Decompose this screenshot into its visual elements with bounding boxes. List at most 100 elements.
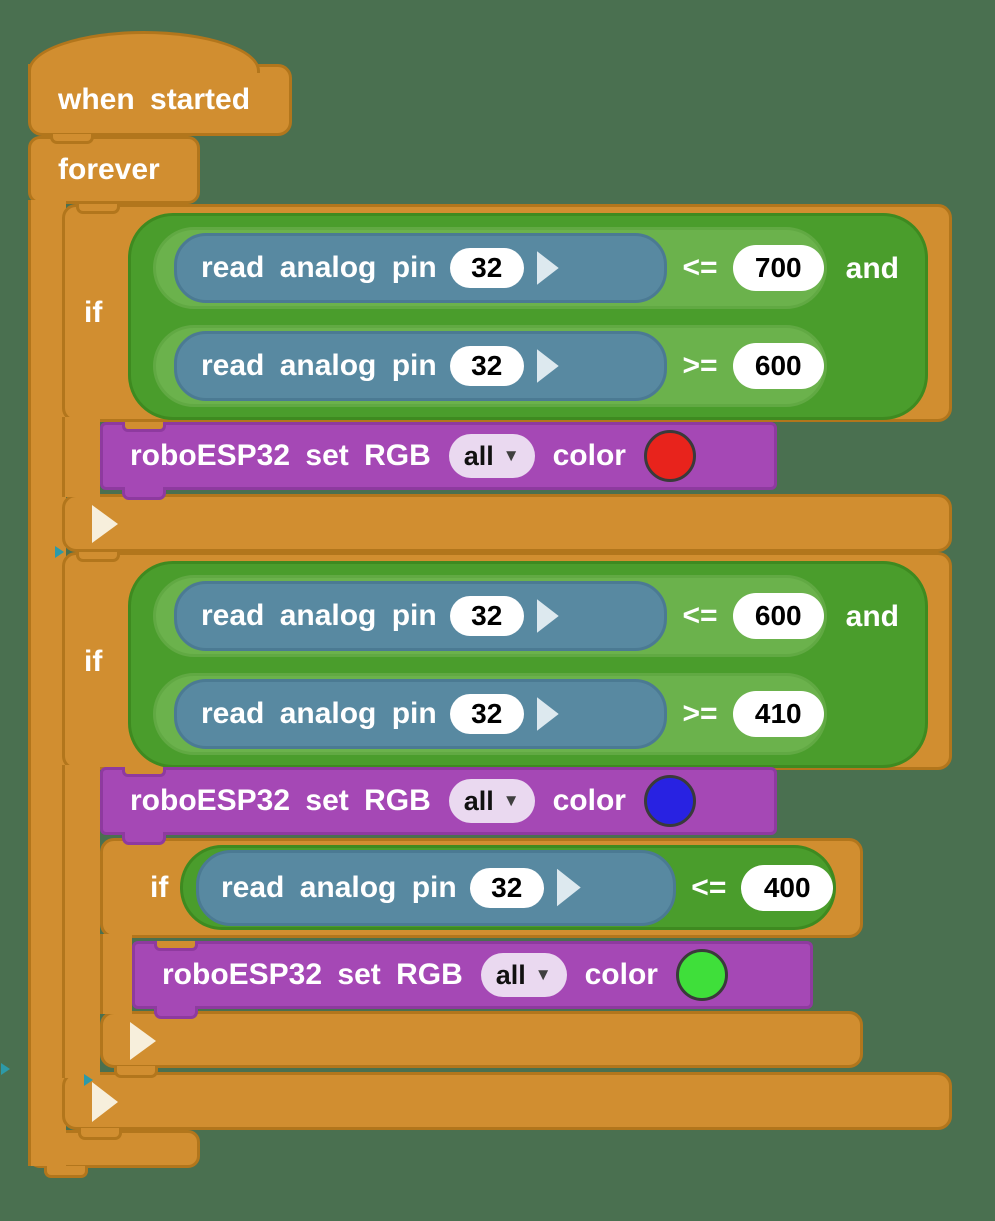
forever-bottom-tab [44,1166,88,1178]
and-label-1: and [845,252,899,285]
if3-left-spine[interactable] [100,934,132,1014]
if2-keyword: if [84,645,103,678]
value-410: 410 [754,698,802,729]
dropdown-caret-icon: ▼ [534,965,552,984]
pin-input[interactable]: 32 [449,346,524,386]
read-analog-pin-label: read analog pin [201,251,437,284]
value-600b: 600 [754,600,802,631]
expand-arrow-icon[interactable] [536,349,559,383]
if2-block-bottom[interactable] [62,1072,952,1130]
operator-label: <= [691,870,727,904]
set-rgb-block-green[interactable]: roboESP32 set RGB all ▼ color [132,941,813,1009]
operator-label: <= [682,599,718,632]
read-analog-pin-block-5[interactable]: read analog pin 32 [196,849,677,926]
if1-keyword: if [84,296,103,329]
color-swatch-red[interactable] [643,430,696,482]
pin-value: 32 [471,698,503,729]
led-select-dropdown[interactable]: all ▼ [448,779,535,823]
color-swatch-green[interactable] [675,949,728,1001]
value-700: 700 [754,252,802,283]
and-block-1[interactable]: and read analog pin 32 <= 700 read analo… [128,213,928,420]
comparison-block-410[interactable]: read analog pin 32 >= 410 [153,673,827,755]
read-analog-pin-block-2[interactable]: read analog pin 32 [174,331,668,401]
read-analog-pin-block-3[interactable]: read analog pin 32 [174,581,668,651]
dropdown-value: all [463,440,494,471]
comparison-block-600[interactable]: read analog pin 32 >= 600 [153,325,827,407]
pin-value: 32 [491,871,523,903]
if2-left-spine[interactable] [62,765,100,1078]
pin-input[interactable]: 32 [449,248,524,288]
rgb2-bottom-tab [122,832,166,845]
pin-value: 32 [471,350,503,381]
set-rgb-block-red[interactable]: roboESP32 set RGB all ▼ color [100,422,777,490]
if1-top-notch [76,204,120,214]
led-select-dropdown[interactable]: all ▼ [480,953,567,997]
dropdown-value: all [463,785,494,816]
hat-bottom-tab [50,134,94,144]
and-label-2: and [845,600,899,633]
when-started-label: when started [58,83,251,116]
rgb3-top-notch [154,941,198,951]
dropdown-caret-icon: ▼ [502,791,520,810]
rgb2-top-notch [122,767,166,777]
set-rgb-label: roboESP32 set RGB [130,784,431,817]
read-analog-pin-label: read analog pin [221,870,457,904]
if2-top-notch [76,552,120,562]
value-input-600b[interactable]: 600 [732,593,824,639]
if3-keyword: if [150,871,169,904]
if1-left-spine[interactable] [62,417,100,497]
read-analog-pin-block-1[interactable]: read analog pin 32 [174,233,668,303]
comparison-block-600b[interactable]: read analog pin 32 <= 600 [153,575,827,657]
comparison-block-400[interactable]: read analog pin 32 <= 400 [180,845,836,930]
value-input-600[interactable]: 600 [732,343,824,389]
read-analog-pin-label: read analog pin [201,349,437,382]
pin-value: 32 [471,600,503,631]
read-analog-pin-label: read analog pin [201,697,437,730]
operator-label: >= [682,349,718,382]
value-input-410[interactable]: 410 [732,691,824,737]
pin-value: 32 [471,252,503,283]
color-word: color [584,958,658,991]
set-rgb-label: roboESP32 set RGB [130,439,431,472]
hat-dome [28,31,260,73]
dropdown-value: all [495,959,526,990]
rgb3-bottom-tab [154,1006,198,1019]
insertion-marker-icon [55,546,64,558]
comparison-block-700[interactable]: read analog pin 32 <= 700 [153,227,827,309]
if3-block-bottom[interactable] [100,1011,863,1068]
pin-input[interactable]: 32 [449,596,524,636]
if3-bottom-tab [114,1066,158,1078]
operator-label: <= [682,251,718,284]
rgb1-top-notch [122,422,166,432]
insertion-marker-icon [84,1074,93,1086]
and-block-2[interactable]: and read analog pin 32 <= 600 read analo… [128,561,928,768]
pin-input[interactable]: 32 [469,867,544,908]
rgb1-bottom-tab [122,487,166,500]
expand-arrow-icon[interactable] [556,868,581,907]
forever-left-spine[interactable] [28,200,66,1166]
insertion-marker-icon [1,1063,10,1075]
set-rgb-label: roboESP32 set RGB [162,958,463,991]
set-rgb-block-blue[interactable]: roboESP32 set RGB all ▼ color [100,767,777,835]
color-word: color [552,439,626,472]
expand-arrow-icon[interactable] [536,599,559,633]
if1-block-bottom[interactable] [62,494,952,552]
dropdown-caret-icon: ▼ [502,446,520,465]
value-input-400[interactable]: 400 [741,864,833,911]
value-input-700[interactable]: 700 [732,245,824,291]
forever-label: forever [58,153,160,186]
value-600: 600 [754,350,802,381]
color-word: color [552,784,626,817]
value-400: 400 [763,871,811,903]
expand-arrow-icon[interactable] [536,697,559,731]
read-analog-pin-label: read analog pin [201,599,437,632]
when-started-block[interactable]: when started [28,64,292,136]
led-select-dropdown[interactable]: all ▼ [448,434,535,478]
forever-block-top[interactable]: forever [28,136,200,204]
pin-input[interactable]: 32 [449,694,524,734]
read-analog-pin-block-4[interactable]: read analog pin 32 [174,679,668,749]
expand-arrow-icon[interactable] [536,251,559,285]
color-swatch-blue[interactable] [643,775,696,827]
operator-label: >= [682,697,718,730]
